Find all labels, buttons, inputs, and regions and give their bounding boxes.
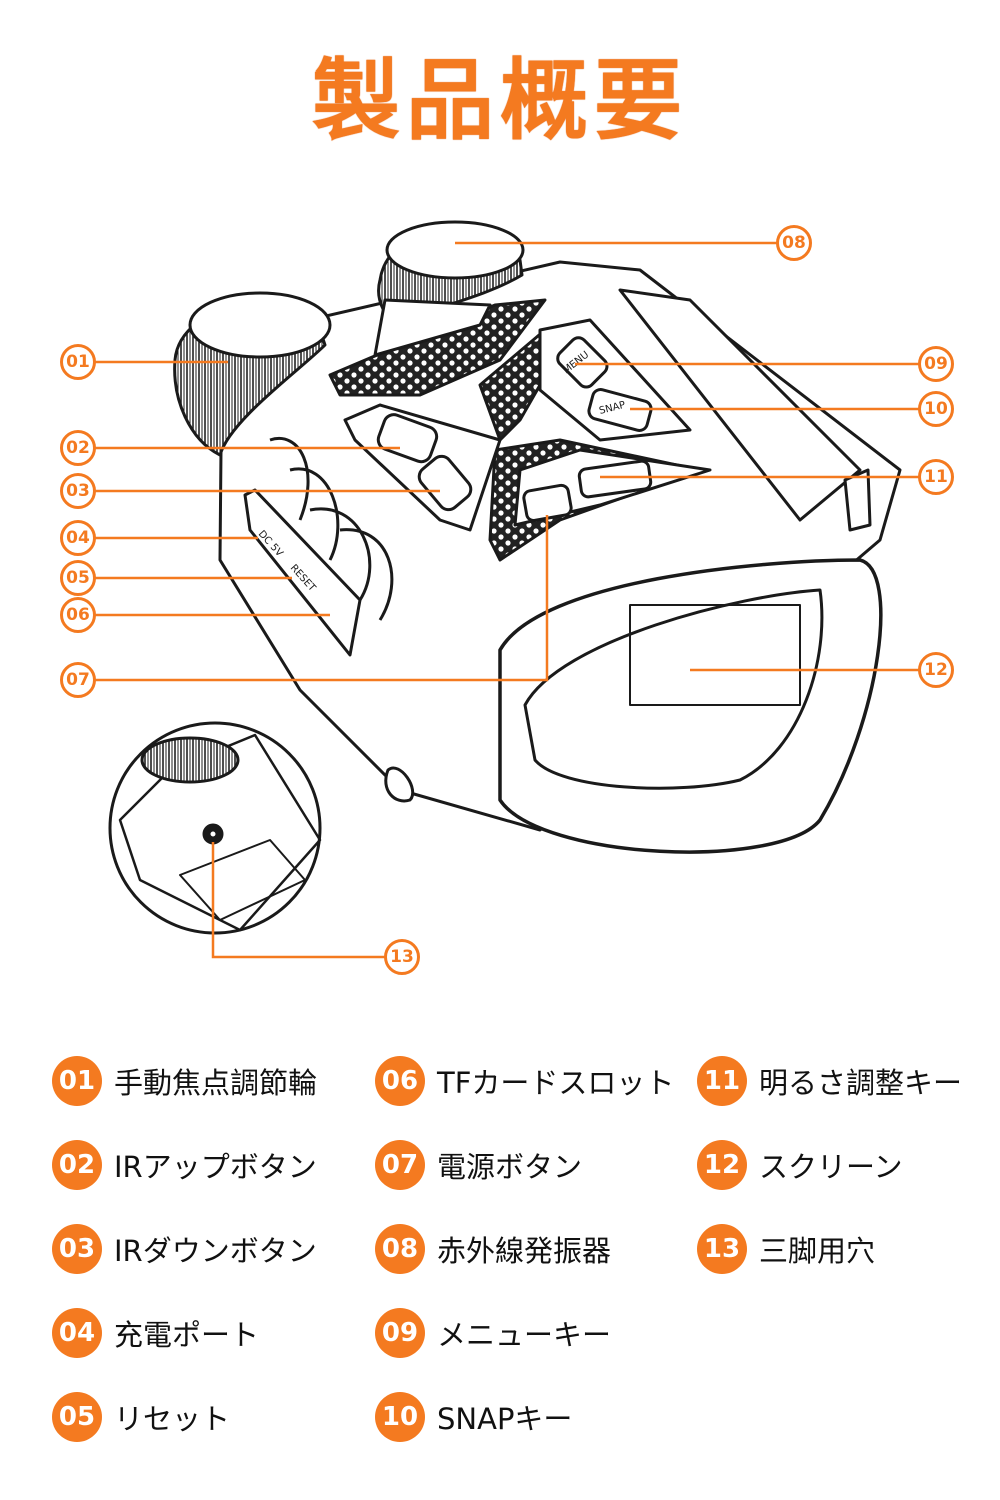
legend-label: IRアップボタン: [114, 1150, 317, 1184]
callout-10: 10: [918, 391, 954, 427]
legend-item: 12 スクリーン: [697, 1139, 903, 1191]
legend-label: スクリーン: [759, 1150, 903, 1184]
callout-08: 08: [776, 225, 812, 261]
legend-label: IRダウンボタン: [114, 1234, 317, 1268]
callout-02: 02: [60, 430, 96, 466]
callout-03: 03: [60, 473, 96, 509]
legend-label: 充電ポート: [114, 1318, 260, 1352]
legend-item: 07 電源ボタン: [375, 1139, 582, 1191]
legend-number: 10: [375, 1392, 425, 1442]
callout-07: 07: [60, 662, 96, 698]
legend-label: 赤外線発振器: [437, 1234, 612, 1268]
legend-item: 05 リセット: [52, 1391, 230, 1443]
legend-label: 明るさ調整キー: [759, 1066, 963, 1100]
legend-item: 04 充電ポート: [52, 1307, 259, 1359]
legend-item: 06 TFカードスロット: [375, 1055, 674, 1107]
legend-item: 10 SNAPキー: [375, 1391, 572, 1443]
device-illustration: MENU SNAP DC 5V RESET: [95, 220, 919, 959]
legend-label: メニューキー: [437, 1318, 612, 1352]
legend-number: 09: [375, 1308, 425, 1358]
page-title: 製品概要: [311, 49, 688, 152]
callout-01: 01: [60, 344, 96, 380]
legend-label: 電源ボタン: [437, 1150, 583, 1184]
legend-label: リセット: [114, 1402, 231, 1436]
legend-item: 08 赤外線発振器: [375, 1223, 611, 1275]
legend-number: 02: [52, 1140, 102, 1190]
legend-label: SNAPキー: [437, 1402, 573, 1436]
legend-number: 11: [697, 1056, 747, 1106]
callout-05: 05: [60, 560, 96, 596]
callout-12: 12: [918, 652, 954, 688]
legend-item: 09 メニューキー: [375, 1307, 611, 1359]
legend-item: 02 IRアップボタン: [52, 1139, 317, 1191]
legend-number: 07: [375, 1140, 425, 1190]
legend-label: 三脚用穴: [759, 1234, 876, 1268]
callout-13: 13: [384, 939, 420, 975]
legend-number: 04: [52, 1308, 102, 1358]
legend-item: 01 手動焦点調節輪: [52, 1055, 317, 1107]
legend-number: 06: [375, 1056, 425, 1106]
legend-number: 03: [52, 1224, 102, 1274]
legend-item: 03 IRダウンボタン: [52, 1223, 317, 1275]
legend-item: 13 三脚用穴: [697, 1223, 875, 1275]
legend-number: 05: [52, 1392, 102, 1442]
callout-04: 04: [60, 520, 96, 556]
callout-06: 06: [60, 597, 96, 633]
legend-number: 12: [697, 1140, 747, 1190]
legend-label: 手動焦点調節輪: [114, 1066, 318, 1100]
legend-label: TFカードスロット: [437, 1066, 675, 1100]
legend-item: 11 明るさ調整キー: [697, 1055, 962, 1107]
callout-09: 09: [918, 346, 954, 382]
legend-number: 13: [697, 1224, 747, 1274]
legend-number: 08: [375, 1224, 425, 1274]
callout-11: 11: [918, 459, 954, 495]
legend-number: 01: [52, 1056, 102, 1106]
